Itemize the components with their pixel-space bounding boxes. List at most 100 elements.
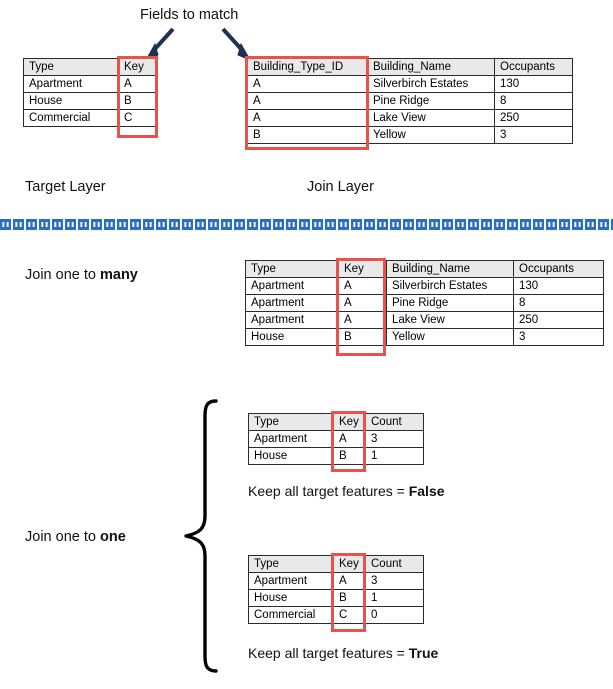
- table-cell: Apartment: [245, 311, 339, 329]
- table-cell: 8: [513, 294, 604, 312]
- table-cell: B: [333, 589, 366, 607]
- column-header: Type: [23, 58, 119, 76]
- table-cell: A: [118, 75, 158, 93]
- table-cell: Silverbirch Estates: [386, 277, 514, 295]
- table-cell: A: [333, 572, 366, 590]
- table-cell: 3: [365, 430, 424, 448]
- column-header: Key: [333, 555, 366, 573]
- table-cell: 130: [513, 277, 604, 295]
- one-to-one-false-table-wrap: Type Key Count Apartment A 3 House B 1: [248, 413, 424, 465]
- join-one-to-one-label: Join one to one: [25, 528, 126, 546]
- table-row: Apartment A Lake View 250: [245, 311, 604, 329]
- keep-all-target-features-true-label: Keep all target features = True: [248, 644, 438, 662]
- join-layer-table-wrap: Building_Type_ID Building_Name Occupants…: [247, 58, 573, 144]
- table-cell: Silverbirch Estates: [367, 75, 495, 93]
- table-cell: House: [23, 92, 119, 110]
- join-one-to-one-emphasis: one: [99, 529, 126, 545]
- table-cell: 3: [513, 328, 604, 346]
- keep-false-emphasis: False: [408, 483, 445, 499]
- target-layer-caption: Target Layer: [25, 179, 106, 195]
- table-cell: 1: [365, 589, 424, 607]
- table-row: Apartment A Silverbirch Estates 130: [245, 277, 604, 295]
- arrow-down-left-icon: [144, 27, 175, 62]
- table-header-row: Type Key: [23, 58, 158, 76]
- join-one-to-one-prefix: Join one to: [25, 529, 100, 545]
- table-header-row: Building_Type_ID Building_Name Occupants: [247, 58, 573, 76]
- keep-all-target-features-false-label: Keep all target features = False: [248, 482, 445, 500]
- join-one-to-many-emphasis: many: [99, 267, 138, 283]
- table-row: A Silverbirch Estates 130: [247, 75, 573, 93]
- curly-brace-icon: [184, 399, 218, 673]
- table-row: House B: [23, 92, 158, 110]
- one-to-one-true-table-wrap: Type Key Count Apartment A 3 House B 1 C…: [248, 555, 424, 624]
- join-one-to-many-prefix: Join one to: [25, 267, 100, 283]
- decorative-divider-icon: [0, 219, 613, 230]
- table-cell: 1: [365, 447, 424, 465]
- table-cell: Yellow: [367, 126, 495, 144]
- column-header: Key: [338, 260, 387, 278]
- table-row: Commercial C: [23, 109, 158, 127]
- table-header-row: Type Key Count: [248, 555, 424, 573]
- column-header: Building_Name: [386, 260, 514, 278]
- table-cell: A: [247, 109, 368, 127]
- table-cell: B: [247, 126, 368, 144]
- table-row: Commercial C 0: [248, 606, 424, 624]
- arrow-down-right-icon: [221, 27, 252, 62]
- column-header: Key: [333, 413, 366, 431]
- table-cell: Pine Ridge: [367, 92, 495, 110]
- column-header: Building_Name: [367, 58, 495, 76]
- table-row: Apartment A Pine Ridge 8: [245, 294, 604, 312]
- column-header: Building_Type_ID: [247, 58, 368, 76]
- table-cell: Apartment: [248, 430, 334, 448]
- one-to-one-false-table: Type Key Count Apartment A 3 House B 1: [248, 413, 424, 465]
- table-cell: 250: [494, 109, 573, 127]
- table-header-row: Type Key Count: [248, 413, 424, 431]
- table-cell: Yellow: [386, 328, 514, 346]
- table-cell: A: [333, 430, 366, 448]
- target-layer-table-wrap: Type Key Apartment A House B Commercial …: [23, 58, 158, 127]
- one-to-many-result-table-wrap: Type Key Building_Name Occupants Apartme…: [245, 260, 604, 346]
- table-cell: Apartment: [245, 277, 339, 295]
- table-header-row: Type Key Building_Name Occupants: [245, 260, 604, 278]
- one-to-many-result-table: Type Key Building_Name Occupants Apartme…: [245, 260, 604, 346]
- table-cell: 3: [365, 572, 424, 590]
- table-cell: Lake View: [386, 311, 514, 329]
- table-cell: 0: [365, 606, 424, 624]
- table-row: A Lake View 250: [247, 109, 573, 127]
- table-cell: Commercial: [23, 109, 119, 127]
- table-cell: A: [247, 75, 368, 93]
- table-cell: House: [248, 447, 334, 465]
- fields-to-match-label: Fields to match: [140, 7, 239, 23]
- target-layer-table: Type Key Apartment A House B Commercial …: [23, 58, 158, 127]
- keep-true-prefix: Keep all target features =: [248, 645, 409, 661]
- table-cell: Apartment: [248, 572, 334, 590]
- column-header: Type: [248, 413, 334, 431]
- keep-false-prefix: Keep all target features =: [248, 483, 409, 499]
- column-header: Type: [245, 260, 339, 278]
- table-cell: A: [338, 311, 387, 329]
- table-cell: A: [338, 294, 387, 312]
- table-cell: House: [245, 328, 339, 346]
- table-cell: 3: [494, 126, 573, 144]
- column-header: Occupants: [494, 58, 573, 76]
- table-cell: 130: [494, 75, 573, 93]
- column-header: Count: [365, 413, 424, 431]
- table-row: House B 1: [248, 447, 424, 465]
- join-layer-caption: Join Layer: [307, 179, 374, 195]
- table-cell: Apartment: [23, 75, 119, 93]
- table-cell: 250: [513, 311, 604, 329]
- column-header: Type: [248, 555, 334, 573]
- table-cell: A: [247, 92, 368, 110]
- table-row: Apartment A 3: [248, 430, 424, 448]
- table-cell: C: [118, 109, 158, 127]
- table-cell: A: [338, 277, 387, 295]
- table-row: Apartment A: [23, 75, 158, 93]
- table-cell: B: [118, 92, 158, 110]
- keep-true-emphasis: True: [408, 645, 439, 661]
- join-layer-table: Building_Type_ID Building_Name Occupants…: [247, 58, 573, 144]
- column-header: Occupants: [513, 260, 604, 278]
- join-one-to-many-label: Join one to many: [25, 266, 138, 284]
- table-row: House B Yellow 3: [245, 328, 604, 346]
- column-header: Count: [365, 555, 424, 573]
- column-header: Key: [118, 58, 158, 76]
